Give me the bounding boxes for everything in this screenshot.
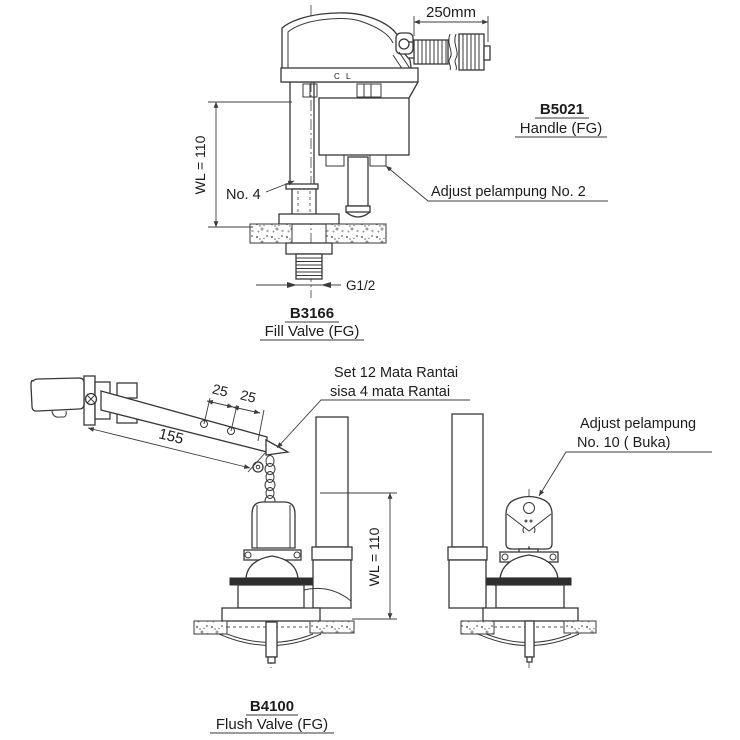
body-underside-detail bbox=[325, 154, 345, 167]
flush-valve-wl-dimension: WL = 110 bbox=[320, 492, 397, 620]
valve-seat-body bbox=[237, 584, 305, 609]
valve-seat-body-right bbox=[495, 584, 565, 609]
thread-size-label: G1/2 bbox=[346, 278, 375, 293]
centerline-mark-label: C L bbox=[334, 72, 352, 81]
valve-tailpiece-right bbox=[524, 620, 535, 658]
tank-hatch-right bbox=[309, 620, 355, 634]
fill-valve-part-no: B3166 bbox=[290, 305, 334, 322]
fill-valve-body bbox=[318, 97, 410, 156]
seat-gasket bbox=[229, 577, 313, 586]
refill-tube bbox=[345, 156, 371, 218]
note-adjust-pelampung-2: Adjust pelampung No. 2 bbox=[385, 165, 608, 202]
shank-locknut bbox=[285, 242, 333, 255]
flush-valve-left-view bbox=[193, 416, 355, 668]
tank-hatch-right-2 bbox=[563, 620, 597, 634]
fill-valve-part-label: B3166 Fill Valve (FG) bbox=[260, 305, 364, 341]
note-chain: Set 12 Mata Rantai sisa 4 mata Rantai bbox=[276, 365, 470, 449]
flush-valve-part-name: Flush Valve (FG) bbox=[216, 716, 328, 733]
flush-valve-part-label: B4100 Flush Valve (FG) bbox=[210, 698, 334, 734]
fill-wl-label: WL = 110 bbox=[192, 135, 208, 194]
shank-washer bbox=[278, 213, 340, 225]
float-hole bbox=[523, 502, 535, 514]
lever-grip bbox=[30, 377, 85, 412]
dim-25-second: 25 bbox=[239, 387, 258, 406]
handle-rod bbox=[409, 33, 491, 71]
tank-bottom-hatch-left bbox=[249, 223, 293, 244]
valve-flange bbox=[221, 607, 321, 622]
seat-gasket-right bbox=[486, 577, 572, 586]
fill-valve-cap bbox=[281, 12, 414, 83]
rod-end-nub bbox=[483, 45, 491, 61]
flush-valve-right-view bbox=[447, 413, 597, 668]
chain-note-line2: sisa 4 mata Rantai bbox=[330, 384, 450, 400]
flapper-dome bbox=[245, 555, 299, 579]
fill-valve-body-neck: C L bbox=[280, 67, 419, 99]
handle-part-name: Handle (FG) bbox=[520, 120, 603, 137]
overflow-tube-foot bbox=[312, 559, 352, 609]
fill-valve-wl-dimension: WL = 110 bbox=[192, 101, 292, 228]
dimension-155: 155 bbox=[87, 425, 267, 473]
handle-part-no: B5021 bbox=[540, 101, 584, 118]
flush-valve-part-no: B4100 bbox=[250, 698, 294, 715]
tank-bottom-hatch-right bbox=[325, 223, 387, 244]
chain-note-line1: Set 12 Mata Rantai bbox=[334, 365, 458, 381]
handle-part-label: B5021 Handle (FG) bbox=[515, 101, 607, 138]
fill-valve-drawing: C L bbox=[192, 4, 608, 341]
overflow-tube-foot-right bbox=[448, 559, 487, 609]
no4-label: No. 4 bbox=[226, 187, 261, 203]
flush-valve-drawing: 25 25 155 Set 12 Mata Rantai sisa 4 m bbox=[30, 365, 712, 734]
fill-valve-part-name: Fill Valve (FG) bbox=[265, 323, 360, 340]
flapper-float-cup bbox=[251, 501, 296, 549]
dimension-g12: G1/2 bbox=[256, 278, 375, 293]
inlet-shank bbox=[249, 82, 387, 280]
tank-hatch-left bbox=[193, 620, 228, 635]
handle-pivot bbox=[398, 38, 410, 50]
valve-tailpiece bbox=[265, 621, 278, 658]
float-pelampung bbox=[505, 495, 553, 550]
note-no4: No. 4 bbox=[226, 180, 295, 203]
flapper-dome-right bbox=[499, 554, 559, 579]
note-adjust-pelampung-10: Adjust pelampung No. 10 ( Buka) bbox=[538, 416, 712, 497]
rod-break-symbol bbox=[448, 33, 452, 71]
overflow-tube bbox=[315, 416, 349, 548]
adjust-pelampung-10-line2: No. 10 ( Buka) bbox=[577, 435, 671, 451]
float-adjust-screw bbox=[369, 154, 387, 167]
dimension-25-25: 25 25 bbox=[203, 381, 265, 442]
overflow-tube-right bbox=[451, 413, 484, 548]
valve-flange-right bbox=[482, 607, 579, 622]
dim-155-label: 155 bbox=[157, 425, 185, 448]
tank-hatch-left-2 bbox=[460, 620, 495, 635]
chain-ring bbox=[252, 461, 264, 473]
adjust-pelampung-2-label: Adjust pelampung No. 2 bbox=[431, 184, 586, 200]
dimension-250mm: 250mm bbox=[413, 4, 489, 42]
flush-wl-label: WL = 110 bbox=[366, 527, 382, 586]
dim-25-first: 25 bbox=[211, 381, 230, 400]
adjust-pelampung-10-line1: Adjust pelampung bbox=[580, 416, 696, 432]
rod-length-label: 250mm bbox=[426, 4, 476, 21]
